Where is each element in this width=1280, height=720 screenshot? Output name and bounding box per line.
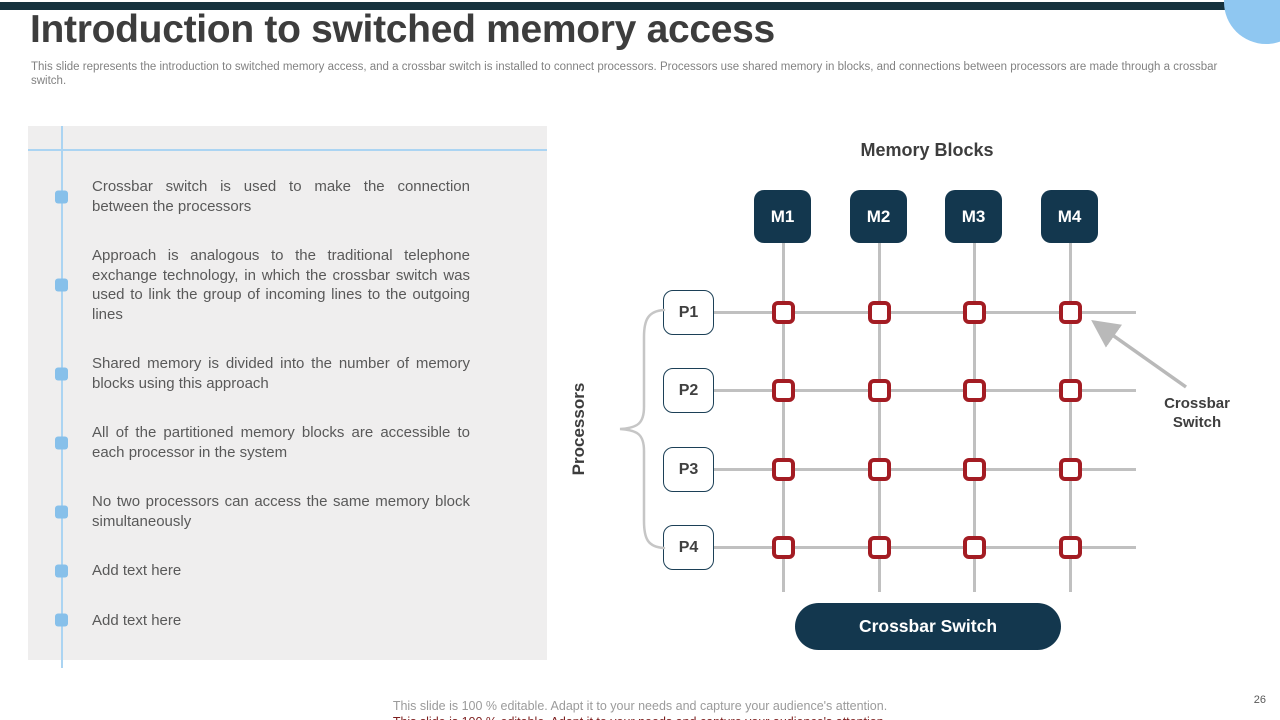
grid-line-vertical — [781, 243, 785, 592]
grid-line-horizontal — [713, 468, 1136, 471]
crossbar-switch-node — [771, 301, 795, 324]
crossbar-switch-node — [867, 458, 891, 481]
slide-description: This slide represents the introduction t… — [31, 61, 1218, 87]
bullet-square-icon — [55, 367, 68, 380]
processor-p1: P1 — [663, 290, 714, 335]
crossbar-switch-node — [962, 379, 986, 402]
top-accent-bar — [0, 2, 1236, 10]
bullet-square-icon — [55, 278, 68, 292]
bullet-square-icon — [55, 190, 68, 203]
grid-line-horizontal — [713, 546, 1136, 549]
processors-brace — [619, 308, 666, 550]
bullet-text: Add text here — [92, 562, 182, 579]
crossbar-switch-node — [771, 536, 795, 559]
crossbar-switch-title-shape: Crossbar Switch — [795, 603, 1061, 650]
bullet-panel — [28, 126, 547, 660]
bullet-square-icon — [55, 505, 68, 518]
bullet-list: Crossbar switch is used to make the conn… — [28, 163, 547, 660]
bullet-text: Add text here — [92, 611, 182, 629]
footer-note-clipped: This slide is 100 % editable. Adapt it t… — [0, 715, 1280, 720]
crossbar-switch-node — [771, 458, 795, 481]
list-item: Add text here — [28, 561, 547, 581]
list-item: Add text here — [28, 611, 547, 631]
list-item: Crossbar switch is used to make the conn… — [28, 177, 547, 216]
list-item: All of the partitioned memory blocks are… — [28, 423, 547, 462]
processor-p4: P4 — [663, 525, 714, 570]
memory-block-m1: M1 — [754, 190, 811, 243]
bullet-square-icon — [55, 436, 68, 449]
bullet-square-icon — [55, 564, 68, 578]
crossbar-switch-node — [771, 379, 795, 402]
footer-note: This slide is 100 % editable. Adapt it t… — [392, 699, 888, 713]
memory-block-m3: M3 — [945, 190, 1002, 243]
bullet-square-icon — [55, 613, 68, 627]
crossbar-switch-node — [1058, 301, 1082, 324]
bullet-text: No two processors can access the same me… — [92, 493, 470, 530]
crossbar-switch-annotation: Crossbar Switch — [1164, 395, 1230, 431]
crossbar-switch-node — [1058, 536, 1082, 559]
page-number: 26 — [1253, 694, 1266, 706]
panel-vertical-rule — [61, 126, 63, 668]
memory-block-m4: M4 — [1041, 190, 1098, 243]
grid-line-vertical — [1068, 243, 1072, 592]
crossbar-switch-node — [962, 301, 986, 324]
crossbar-switch-node — [867, 536, 891, 559]
list-item: No two processors can access the same me… — [28, 492, 547, 531]
grid-line-vertical — [877, 243, 881, 592]
processors-label: Processors — [569, 382, 588, 476]
processor-p3: P3 — [663, 447, 714, 492]
crossbar-switch-node — [1058, 379, 1082, 402]
bullet-text: Shared memory is divided into the number… — [92, 355, 470, 392]
bullet-text: Approach is analogous to the traditional… — [92, 247, 470, 323]
crossbar-switch-node — [962, 536, 986, 559]
grid-line-horizontal — [713, 311, 1136, 314]
bullet-text: All of the partitioned memory blocks are… — [92, 424, 470, 461]
crossbar-switch-node — [962, 458, 986, 481]
grid-line-vertical — [972, 243, 976, 592]
list-item: Approach is analogous to the traditional… — [28, 246, 547, 324]
panel-horizontal-rule — [28, 149, 547, 151]
memory-block-m2: M2 — [850, 190, 907, 243]
list-item: Shared memory is divided into the number… — [28, 354, 547, 393]
crossbar-switch-node — [867, 301, 891, 324]
memory-blocks-label: Memory Blocks — [860, 140, 994, 160]
grid-line-horizontal — [713, 389, 1136, 392]
crossbar-switch-node — [1058, 458, 1082, 481]
annotation-arrow — [1091, 319, 1188, 389]
page-title: Introduction to switched memory access — [30, 8, 775, 51]
bullet-text: Crossbar switch is used to make the conn… — [92, 178, 470, 215]
processor-p2: P2 — [663, 368, 714, 413]
crossbar-switch-node — [867, 379, 891, 402]
